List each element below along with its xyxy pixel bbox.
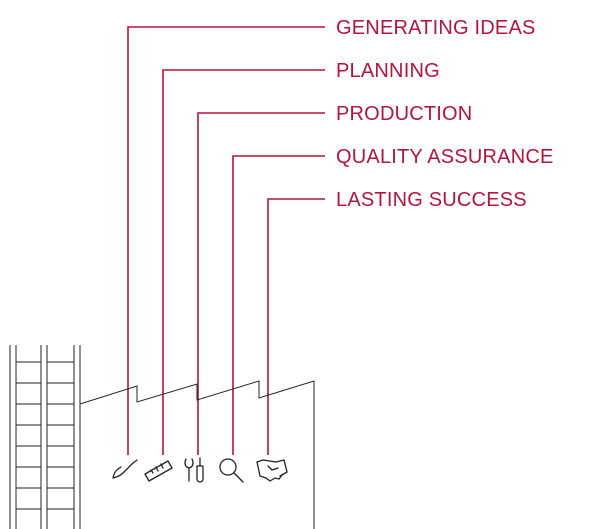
- label-generating-ideas: GENERATING IDEAS: [336, 17, 536, 39]
- brush-icon: [112, 459, 138, 479]
- ladder: [9, 345, 81, 529]
- label-production: PRODUCTION: [336, 103, 472, 125]
- leader-lines: [127, 26, 325, 455]
- label-planning: PLANNING: [336, 60, 440, 82]
- factory-building: [79, 380, 315, 529]
- stage-icons: [112, 457, 288, 483]
- leader-line-quality-assurance: [232, 155, 325, 455]
- leader-line-generating-ideas: [127, 26, 325, 455]
- stage-labels: GENERATING IDEAS PLANNING PRODUCTION QUA…: [336, 17, 554, 211]
- magnifier-icon: [219, 458, 244, 483]
- label-lasting-success: LASTING SUCCESS: [336, 189, 527, 211]
- handshake-icon: [256, 459, 288, 482]
- leader-line-production: [197, 112, 325, 455]
- leader-line-lasting-success: [267, 198, 325, 455]
- leader-line-planning: [162, 69, 325, 455]
- ruler-icon: [144, 460, 173, 482]
- label-quality-assurance: QUALITY ASSURANCE: [336, 146, 554, 168]
- tools-icon: [184, 457, 204, 483]
